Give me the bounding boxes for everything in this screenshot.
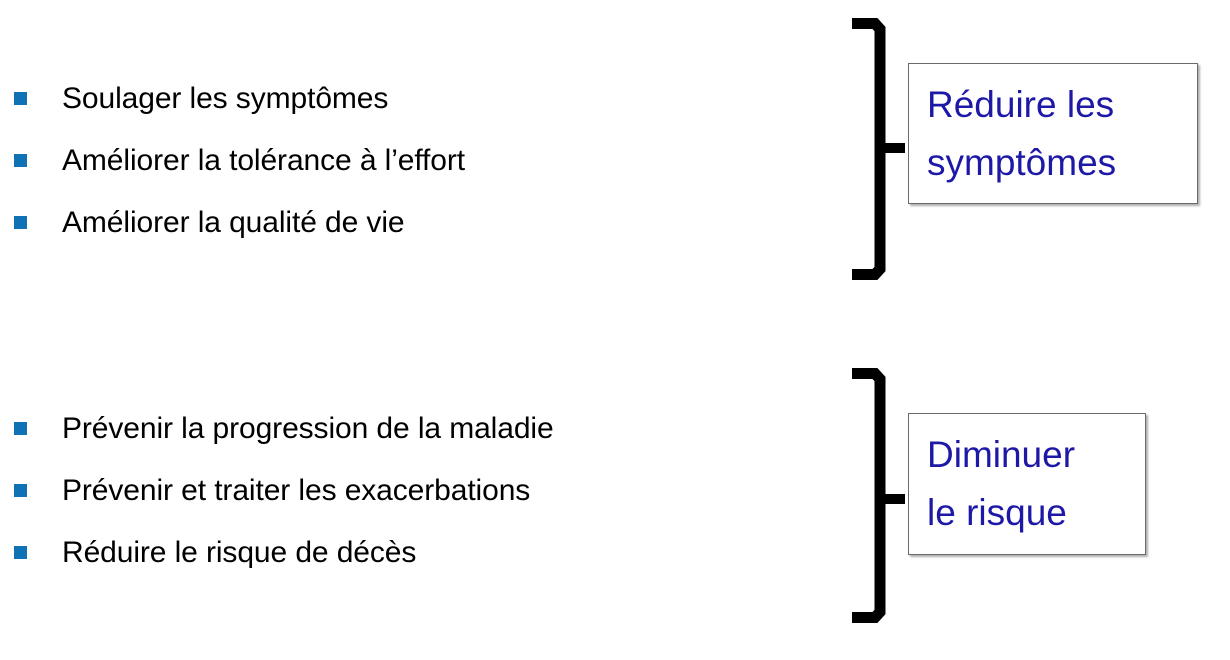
list-item: Soulager les symptômes <box>0 68 820 130</box>
square-bullet-icon <box>14 484 27 497</box>
label-box-reduce-risk: Diminuer le risque <box>908 413 1146 555</box>
list-item: Réduire le risque de décès <box>0 522 820 584</box>
label-box-line-2: symptômes <box>927 141 1117 183</box>
square-bullet-icon <box>14 422 27 435</box>
square-bullet-icon <box>14 546 27 559</box>
list-item: Améliorer la tolérance à l’effort <box>0 130 820 192</box>
label-box-line-2: le risque <box>927 492 1067 533</box>
square-bullet-icon <box>14 154 27 167</box>
list-item-label: Prévenir et traiter les exacerbations <box>62 474 531 507</box>
list-item-label: Réduire le risque de décès <box>62 536 417 569</box>
right-curly-brace-icon <box>845 368 915 623</box>
list-item-label: Améliorer la qualité de vie <box>62 206 405 239</box>
label-box-line-1: Réduire les <box>927 83 1115 125</box>
right-curly-brace-icon <box>845 18 915 280</box>
square-bullet-icon <box>14 216 27 229</box>
bullet-group-risk: Prévenir la progression de la maladie Pr… <box>0 398 820 584</box>
label-box-line-1: Diminuer <box>927 434 1076 475</box>
label-box-reduce-symptoms: Réduire les symptômes <box>908 63 1198 204</box>
list-item-label: Soulager les symptômes <box>62 82 389 115</box>
list-item: Prévenir et traiter les exacerbations <box>0 460 820 522</box>
list-item-label: Améliorer la tolérance à l’effort <box>62 144 466 177</box>
bullet-group-symptoms: Soulager les symptômes Améliorer la tolé… <box>0 68 820 254</box>
list-item-label: Prévenir la progression de la maladie <box>62 412 554 445</box>
list-item: Prévenir la progression de la maladie <box>0 398 820 460</box>
list-item: Améliorer la qualité de vie <box>0 192 820 254</box>
square-bullet-icon <box>14 92 27 105</box>
